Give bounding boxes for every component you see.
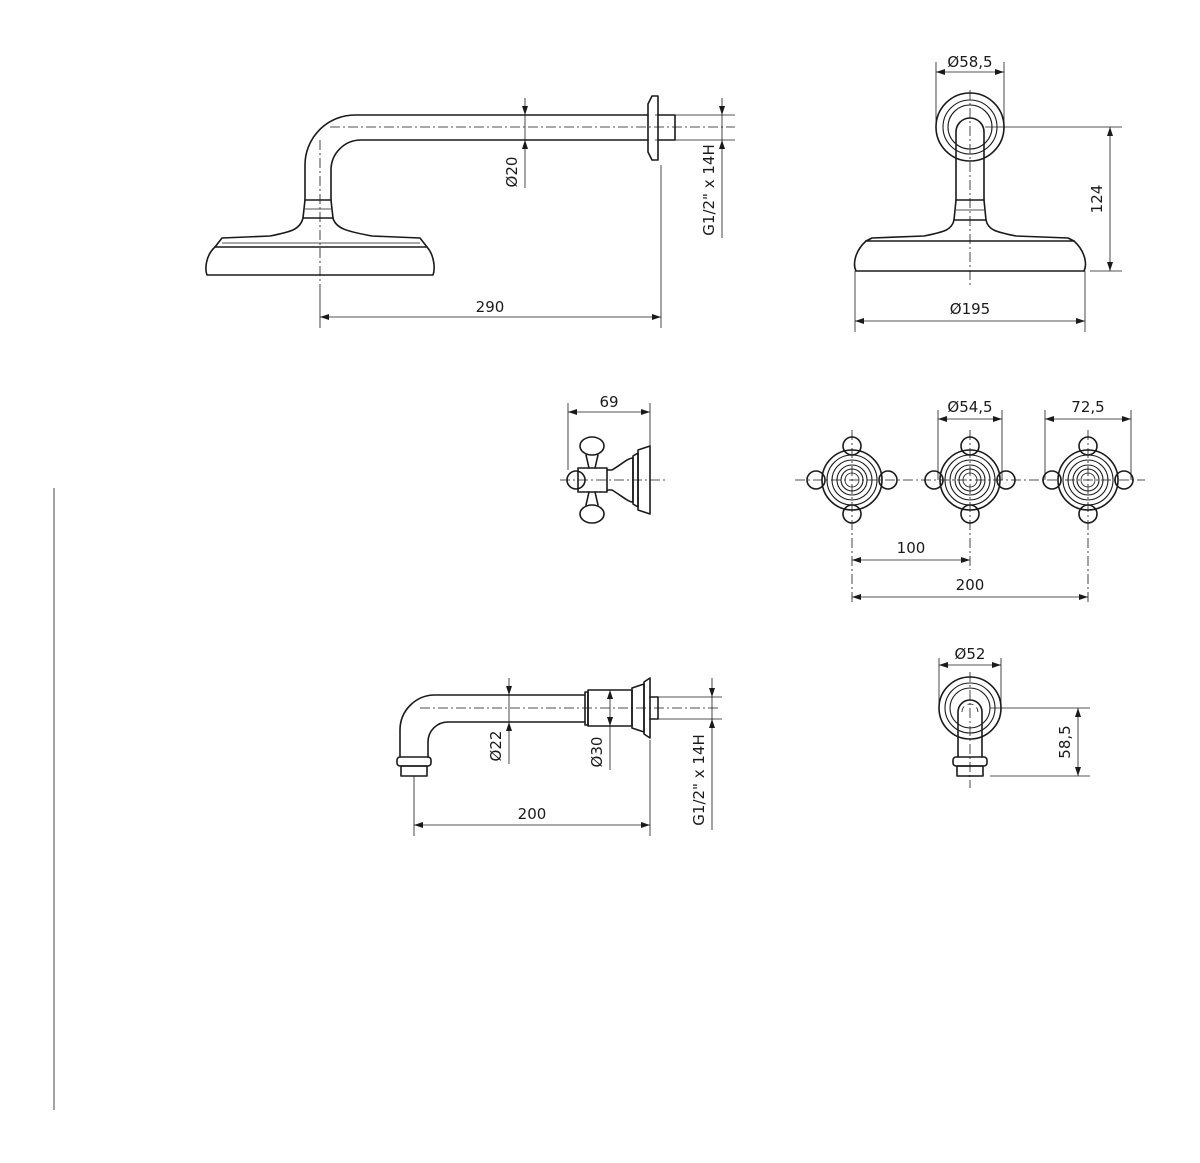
dim-spout-flange-diameter: Ø52: [955, 645, 986, 663]
spout-front-view: [938, 658, 1090, 788]
dim-handles-overall: 200: [956, 576, 985, 594]
dim-spout-thread: G1/2" x 14H: [690, 734, 708, 825]
dim-handle-spacing: 100: [897, 539, 926, 557]
dim-wall-flange-diameter: Ø58,5: [947, 53, 992, 71]
dim-shower-projection: 290: [476, 298, 505, 316]
dim-shower-arm-diameter: Ø20: [503, 157, 521, 188]
dim-handle-depth: 69: [599, 393, 618, 411]
dim-spout-projection: 200: [518, 805, 547, 823]
dim-handle-rosette-diameter: Ø54,5: [947, 398, 992, 416]
spout-side-view: [396, 677, 722, 836]
dim-spout-drop: 58,5: [1056, 725, 1074, 758]
handles-front-view: [795, 410, 1145, 605]
shower-side-view: [205, 95, 735, 328]
dim-shower-head-diameter: Ø195: [950, 300, 990, 318]
dim-spout-body-diameter: Ø30: [588, 737, 606, 768]
dim-shower-arm-thread: G1/2" x 14H: [700, 144, 718, 235]
dim-spout-pipe-diameter: Ø22: [487, 731, 505, 762]
dim-handle-width: 72,5: [1071, 398, 1104, 416]
shower-front-view: [853, 62, 1122, 332]
dim-shower-drop: 124: [1088, 185, 1106, 214]
handle-side-view: [560, 403, 665, 524]
